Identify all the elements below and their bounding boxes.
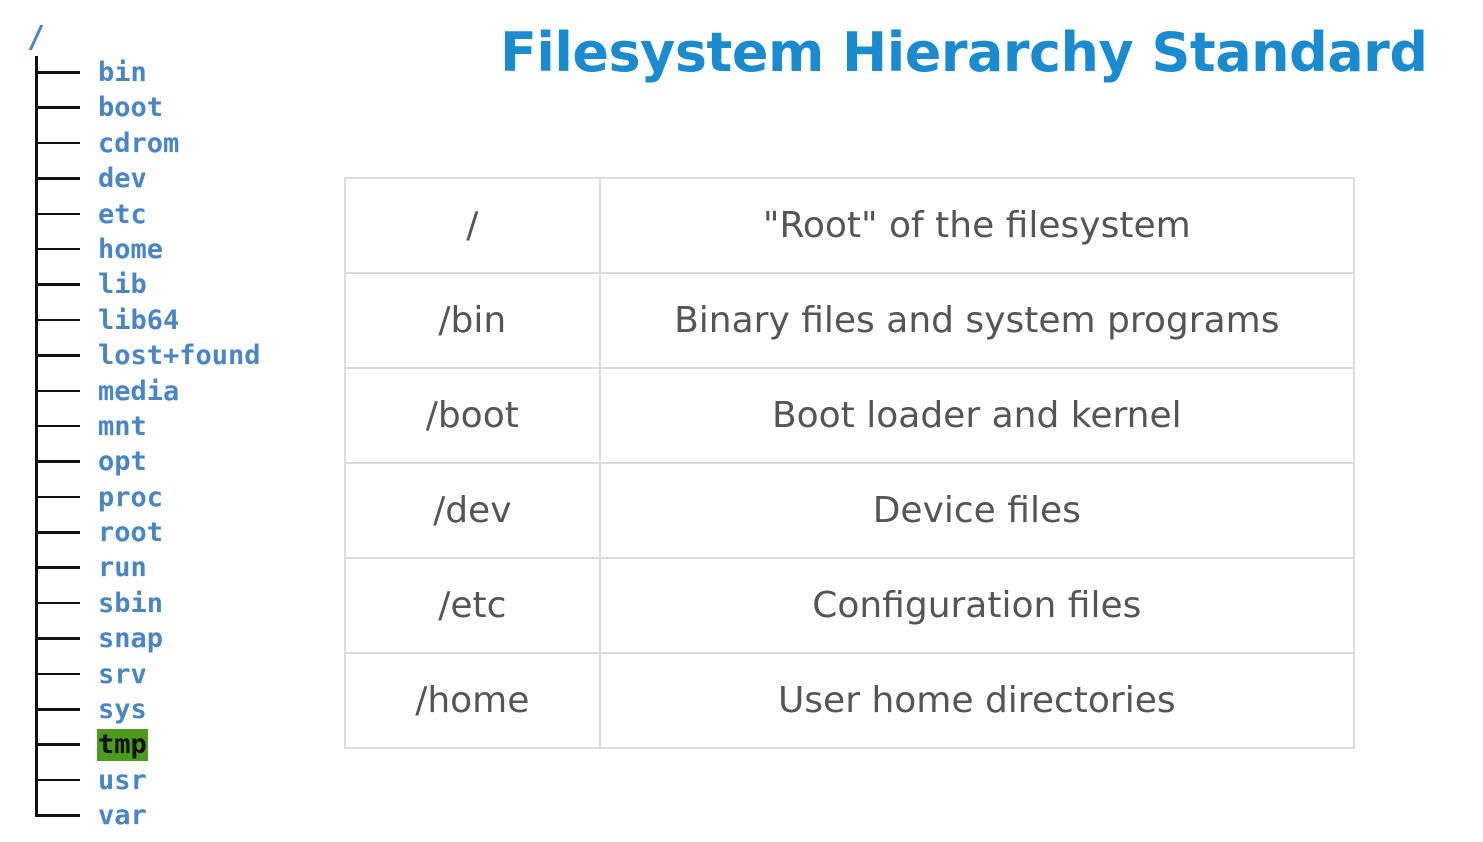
path-cell: /etc [344, 557, 601, 654]
tree-branch-line [35, 460, 80, 463]
tree-branch-line [35, 106, 80, 109]
tree-item-label: media [98, 375, 180, 407]
tree-item-label: srv [98, 658, 147, 690]
path-cell: /bin [344, 272, 601, 369]
path-cell: /home [344, 652, 601, 749]
tree-branch-line [35, 424, 80, 428]
tree-branch-line [35, 177, 80, 180]
tree-branch-line [35, 672, 80, 676]
tree-branch-line [35, 71, 80, 74]
description-cell: Configuration files [598, 557, 1356, 654]
tree-item-label: bin [98, 57, 147, 88]
tree-item-label: usr [98, 764, 147, 796]
tree-branch-line [35, 247, 80, 251]
tree-item-label: lost+found [98, 340, 261, 372]
tree-item-label: tmp [97, 729, 148, 762]
tree-item-label: etc [98, 198, 147, 230]
tree-item-label: mnt [98, 410, 147, 442]
description-cell: Binary files and system programs [598, 272, 1356, 369]
tree-branch-line [35, 318, 80, 322]
tree-branch-line [35, 708, 80, 711]
tree-branch-line [35, 212, 80, 216]
tree-branch-line [35, 743, 80, 746]
tree-branch-line [35, 283, 80, 286]
page-title: Filesystem Hierarchy Standard [500, 21, 1428, 84]
tree-root-label: / [27, 20, 46, 55]
tree-item-label: proc [98, 481, 164, 513]
tree-item-label: lib64 [98, 304, 180, 336]
tree-item-label: home [98, 233, 164, 265]
tree-trunk-line [35, 56, 38, 817]
tree-item-label: lib [98, 269, 147, 301]
description-cell: Device files [598, 462, 1356, 559]
description-cell: Boot loader and kernel [598, 367, 1356, 464]
tree-branch-line [35, 531, 80, 534]
tree-branch-line [35, 814, 80, 817]
tree-branch-line [35, 566, 80, 569]
tree-item-label: cdrom [98, 127, 180, 159]
table-row: /"Root" of the filesystem [344, 177, 1356, 274]
tree-branch-line [35, 141, 80, 145]
description-cell: User home directories [598, 652, 1356, 749]
tree-branch-line [35, 601, 80, 605]
tree-branch-line [35, 354, 80, 357]
path-cell: /boot [344, 367, 601, 464]
tree-item-label: root [98, 517, 164, 549]
tree-item-label: run [98, 552, 147, 584]
tree-item-label: snap [98, 623, 164, 655]
tree-branch-line [35, 495, 80, 499]
tree-item-label: sys [98, 694, 147, 726]
tree-branch-line [35, 778, 80, 782]
path-cell: /dev [344, 462, 601, 559]
tree-item-label: opt [98, 446, 147, 478]
path-cell: / [344, 177, 601, 274]
tree-branch-line [35, 637, 80, 640]
tree-branch-line [35, 389, 80, 393]
tree-item-label: boot [98, 92, 164, 124]
tree-item-label: sbin [98, 587, 164, 619]
tree-item-label: dev [98, 163, 147, 195]
description-cell: "Root" of the filesystem [598, 177, 1356, 274]
tree-item-label: var [98, 800, 147, 832]
